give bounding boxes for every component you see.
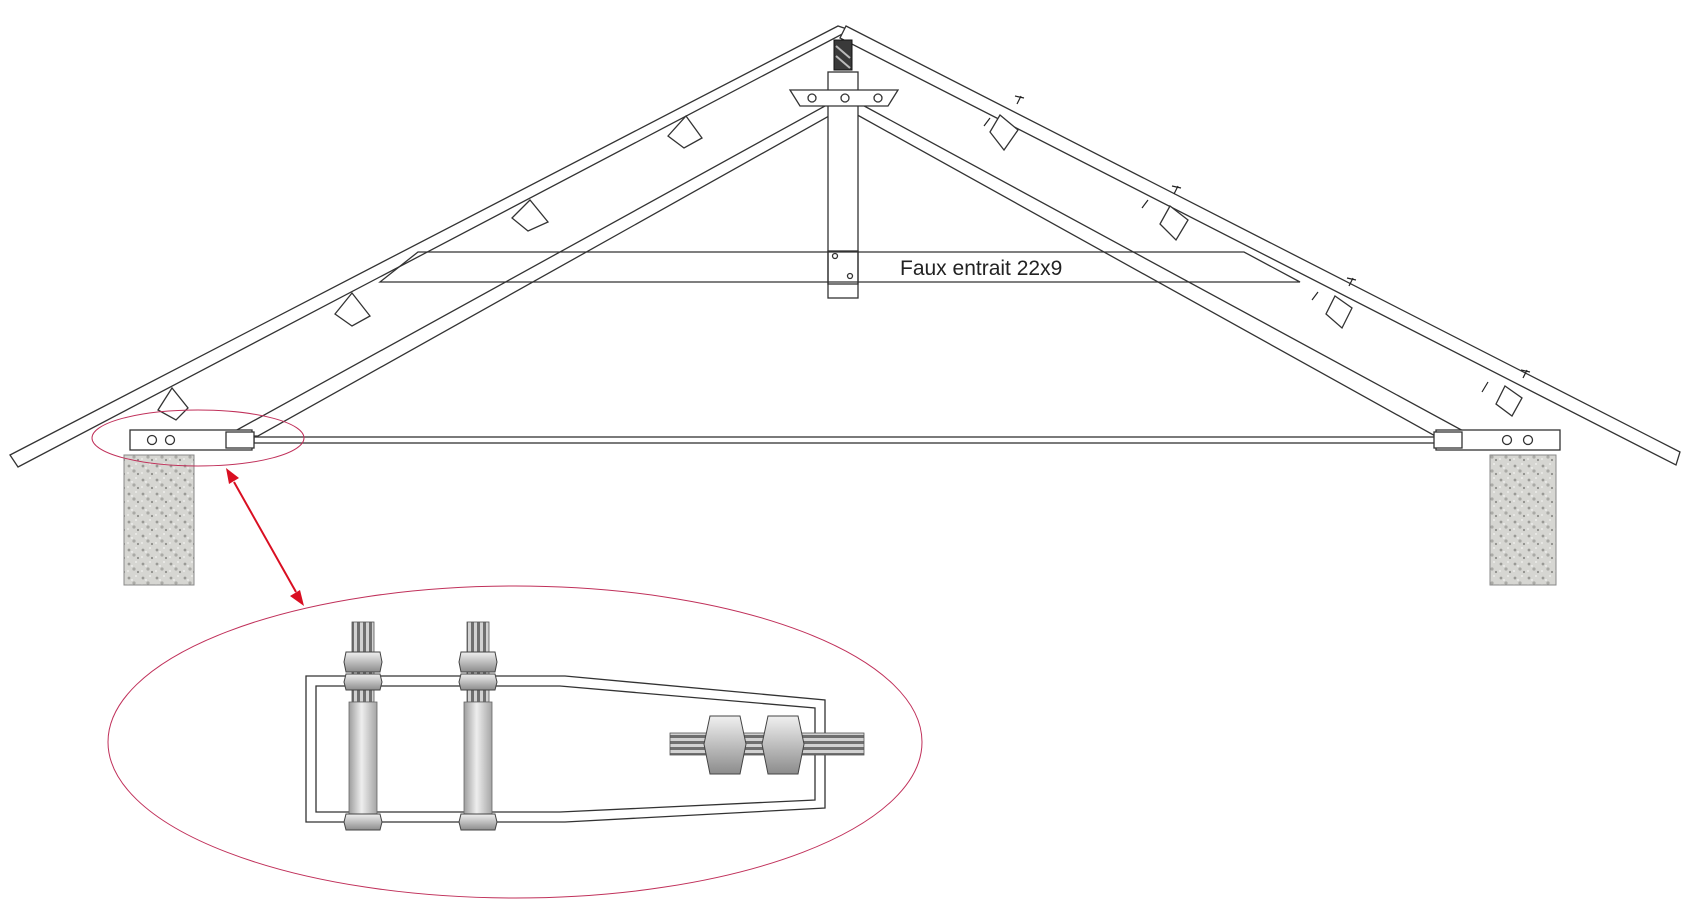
left-shoe: [129, 429, 255, 451]
detail-view-ellipse: [107, 585, 923, 899]
ridge-beam: [833, 39, 853, 71]
collar-tie: [378, 250, 1301, 285]
nail-marks: [983, 95, 1531, 393]
detail-stirrup-plate: [305, 675, 826, 823]
detail-bolt-right: [458, 621, 498, 831]
tie-rod: [253, 436, 1439, 444]
purlin-blocks-left: [157, 114, 703, 421]
callout-arrow: [226, 468, 304, 606]
detail-bolt-left: [343, 621, 383, 831]
detail-marker-ellipse: [91, 409, 305, 467]
king-post: [788, 39, 900, 299]
detail-tensioner-rod: [669, 715, 865, 775]
right-shoe: [1433, 429, 1561, 451]
collar-tie-label: Faux entrait 22x9: [900, 257, 1062, 280]
outer-rafters: [9, 25, 1681, 468]
right-wall: [1489, 454, 1557, 586]
left-wall: [123, 454, 195, 586]
purlin-blocks-right: [989, 114, 1523, 417]
